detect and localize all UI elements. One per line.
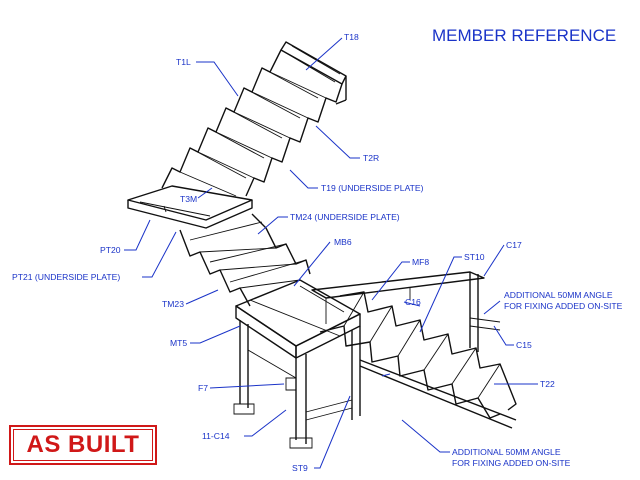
mid-landing [127,185,253,229]
label-pt20: PT20 [100,245,121,255]
label-tm23: TM23 [162,299,184,309]
middle-flight [179,213,311,307]
label-t3m: T3M [180,194,197,204]
label-t22: T22 [540,379,555,389]
upper-flight [161,41,347,197]
label-c17: C17 [506,240,522,250]
lower-landing-frame [233,279,361,449]
label-st9: ST9 [292,463,308,473]
label-mf8: MF8 [412,257,429,267]
right-frame [311,271,501,352]
label-f7: F7 [198,383,208,393]
label-t18: T18 [344,32,359,42]
as-built-stamp: AS BUILT [9,425,157,465]
label-c14: 11-C14 [202,431,230,441]
label-angle-bottom-line1: ADDITIONAL 50MM ANGLE [452,447,561,457]
label-angle-top-line1: ADDITIONAL 50MM ANGLE [504,290,613,300]
label-mt5: MT5 [170,338,187,348]
label-t1l: T1L [176,57,191,67]
label-t2r: T2R [363,153,379,163]
leader-lines [124,37,538,469]
label-c15: C15 [516,340,532,350]
label-c16: C16 [405,297,421,307]
label-st10: ST10 [464,252,485,262]
lower-flight [319,291,517,429]
label-angle-bottom-line2: FOR FIXING ADDED ON-SITE [452,458,571,468]
page-title: MEMBER REFERENCE [432,26,616,45]
label-tm24: TM24 (UNDERSIDE PLATE) [290,212,400,222]
as-built-stamp-text: AS BUILT [13,429,153,461]
label-mb6: MB6 [334,237,352,247]
label-angle-top-line2: FOR FIXING ADDED ON-SITE [504,301,623,311]
label-pt21: PT21 (UNDERSIDE PLATE) [12,272,120,282]
label-t19: T19 (UNDERSIDE PLATE) [321,183,424,193]
